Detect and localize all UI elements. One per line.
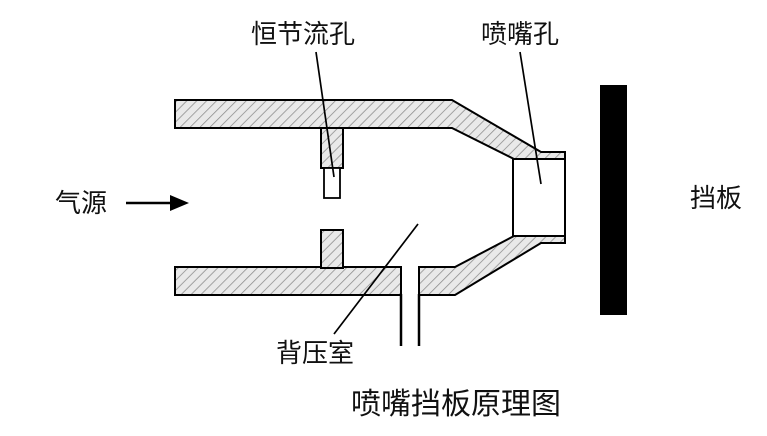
fixed-orifice-leader-line [315, 51, 335, 178]
back-pressure-chamber-leader-line [333, 223, 419, 335]
fixed-orifice-column-lower [320, 229, 344, 269]
flapper-label: 挡板 [690, 184, 742, 214]
nozzle-hole-leader-line [519, 51, 542, 185]
diagram-caption: 喷嘴挡板原理图 [351, 387, 561, 422]
flapper-plate [600, 85, 627, 315]
nozzle-hole-passage [512, 158, 566, 237]
air-supply-arrow [126, 195, 189, 211]
upper-pipe-wall [174, 99, 566, 160]
fixed-orifice-label: 恒节流孔 [251, 20, 355, 50]
lower-pipe-wall-left [174, 266, 402, 296]
nozzle-hole-label: 喷嘴孔 [481, 20, 559, 50]
lower-pipe-wall-right [418, 235, 566, 296]
fixed-orifice-opening [323, 167, 341, 199]
air-supply-label: 气源 [55, 189, 107, 219]
back-pressure-chamber-label: 背压室 [276, 339, 354, 369]
